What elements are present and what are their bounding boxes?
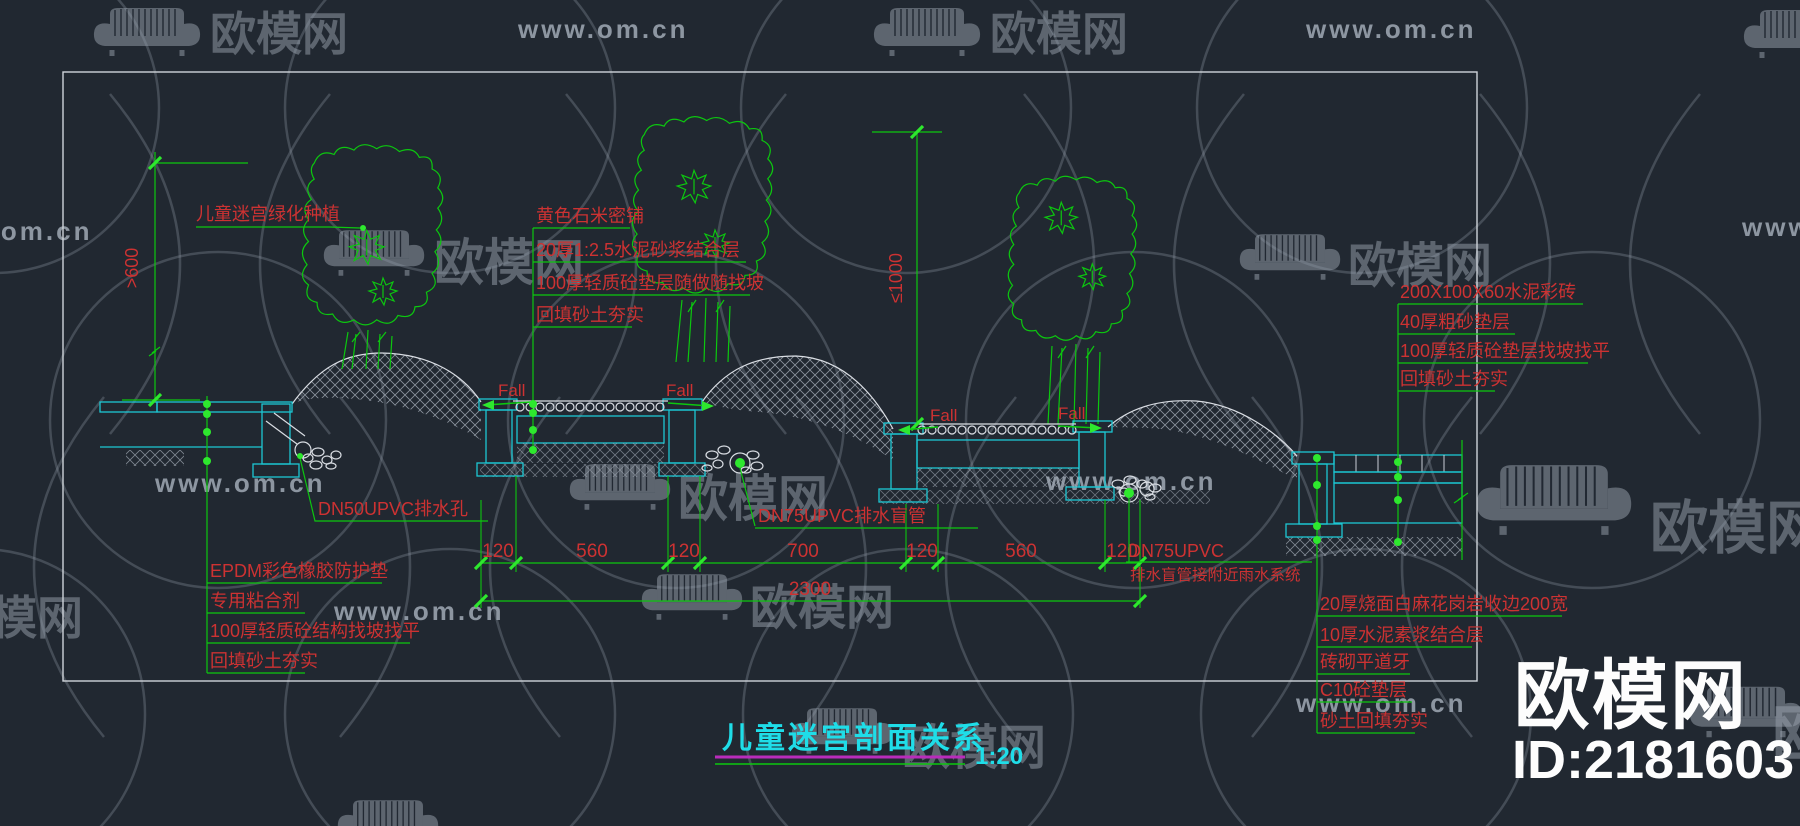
dim-chain-6: 120: [1106, 541, 1138, 562]
fall-label: Fall: [498, 381, 525, 400]
dim-chain-1: 560: [576, 541, 608, 562]
brick-line-1: 40厚粗砂垫层: [1400, 312, 1510, 332]
watermark-brand: 欧模网: [990, 8, 1128, 60]
pave-line-3: 回填砂土夯实: [536, 305, 644, 325]
annotation-planting: 儿童迷宫绿化种植: [196, 204, 366, 231]
left-terrace-structure: [99, 401, 342, 478]
brick-line-2: 100厚轻质砼垫层找坡找平: [1400, 341, 1610, 361]
shrub-middle: [631, 115, 774, 363]
watermark-brand: 欧模网: [1772, 700, 1800, 769]
dim-height-left: >600: [122, 248, 142, 289]
watermark-site: www.om.cn: [1295, 688, 1467, 718]
dn75-right-line-1: 排水盲管接附近雨水系统: [1130, 566, 1301, 584]
dim-height-mid: ≤1000: [886, 253, 906, 303]
brand-name: 欧模网: [1514, 654, 1748, 739]
annotation-pave-block: 黄色石米密铺 20厚1:2.5水泥砂浆结合层 100厚轻质砼垫层随做随找坡 回填…: [529, 206, 764, 454]
rock-cluster: [302, 447, 342, 470]
drawing-title: 儿童迷宫剖面关系 1:20: [715, 721, 1023, 770]
dim-chain-5: 560: [1005, 541, 1037, 562]
dim-chain-3: 700: [787, 541, 819, 562]
rock-cluster: [1111, 475, 1162, 501]
dimension-left-height: >600: [122, 152, 248, 408]
brand-id: ID:2181603: [1512, 730, 1794, 790]
watermark-brand: 欧模网: [434, 235, 584, 291]
sofa-icon: [1477, 465, 1631, 535]
watermark-logos: 欧模网 欧模网 www.om.cn www.om.cn www.om.cn ww…: [0, 8, 1800, 826]
watermark-site: www.om.cn: [333, 596, 505, 626]
granite-line-4: 砂土回填夯实: [1320, 711, 1428, 731]
dim-chain-0: 120: [482, 541, 514, 562]
shrub-left: [301, 143, 444, 370]
planting-label: 儿童迷宫绿化种植: [196, 204, 340, 224]
watermark-brand: 欧模网: [210, 8, 348, 60]
watermark-site: www.om.cn: [1305, 14, 1477, 44]
granite-line-2: 砖砌平道牙: [1320, 652, 1410, 672]
sofa-icon: [1744, 10, 1800, 58]
fall-label: Fall: [1058, 404, 1085, 423]
watermark-site: www.om.cn: [0, 216, 93, 246]
sofa-icon: [1240, 234, 1340, 279]
dimension-mid-height: ≤1000: [872, 124, 942, 432]
sofa-icon: [874, 8, 980, 56]
watermark-site: www.om.cn: [517, 14, 689, 44]
granite-line-0: 20厚烧面白麻花岗岩收边200宽: [1320, 594, 1568, 614]
drawing-border: [62, 71, 1478, 682]
dn75-mid-label: DN75UPVC排水盲管: [758, 506, 926, 526]
epdm-line-2: 100厚轻质砼结构找坡找平: [210, 621, 420, 641]
trench-1: [476, 398, 706, 477]
fall-label: Fall: [666, 381, 693, 400]
epdm-line-1: 专用粘合剂: [210, 591, 300, 611]
dim-total: 2300: [789, 579, 831, 600]
shrub-right: [1007, 175, 1138, 425]
dim-chain-2: 120: [668, 541, 700, 562]
granite-line-1: 10厚水泥素浆结合层: [1320, 625, 1484, 645]
epdm-line-3: 回填砂土夯实: [210, 651, 318, 671]
dn75-right-line-0: DN75UPVC: [1128, 541, 1224, 561]
annotation-epdm-block: EPDM彩色橡胶防护垫 专用粘合剂 100厚轻质砼结构找坡找平 回填砂土夯实: [203, 396, 420, 674]
watermark-brand: 欧模网: [1348, 240, 1492, 293]
watermark-site: www.om.cn: [154, 468, 326, 498]
dim-chain-4: 120: [906, 541, 938, 562]
annotation-dn75-mid: DN75UPVC排水盲管: [701, 445, 978, 529]
annotation-dn75-right: DN75UPVC 排水盲管接附近雨水系统: [1119, 483, 1312, 584]
dn50-label: DN50UPVC排水孔: [318, 499, 468, 519]
brand-id-block: 欧模网 欧模网 ID:2181603: [1512, 654, 1800, 790]
granite-line-3: C10砼垫层: [1320, 680, 1407, 700]
brick-line-3: 回填砂土夯实: [1400, 369, 1508, 389]
watermark-site: www.om.cn: [1741, 212, 1800, 242]
pebble-row: [515, 402, 665, 412]
watermark-brand: 欧模网: [750, 582, 894, 635]
sofa-icon: [338, 800, 438, 826]
pave-line-0: 黄色石米密铺: [536, 206, 644, 226]
watermark-brand: 欧模网: [1650, 496, 1800, 561]
fall-label: Fall: [930, 406, 957, 425]
pave-line-1: 20厚1:2.5水泥砂浆结合层: [536, 240, 740, 260]
fall-annotations: Fall Fall Fall Fall: [482, 381, 1102, 435]
annotation-brick-block: 200X100X60水泥彩砖 40厚粗砂垫层 100厚轻质砼垫层找坡找平 回填砂…: [1394, 282, 1610, 546]
watermark-brand: 欧模网: [0, 592, 83, 644]
watermark-brand: 欧模网: [902, 722, 1046, 775]
dimension-chain: 120 560 120 700 120 560 120 2300: [473, 476, 1148, 609]
title-scale: 1:20: [975, 743, 1023, 770]
pebble-row: [917, 425, 1077, 435]
annotation-granite-block: 20厚烧面白麻花岗岩收边200宽 10厚水泥素浆结合层 砖砌平道牙 C10砼垫层…: [1313, 454, 1568, 734]
annotation-dn50: DN50UPVC排水孔: [297, 453, 488, 522]
epdm-line-0: EPDM彩色橡胶防护垫: [210, 561, 388, 581]
brick-line-0: 200X100X60水泥彩砖: [1400, 282, 1576, 302]
title-text: 儿童迷宫剖面关系: [722, 721, 986, 755]
pave-line-2: 100厚轻质砼垫层随做随找坡: [536, 273, 764, 293]
